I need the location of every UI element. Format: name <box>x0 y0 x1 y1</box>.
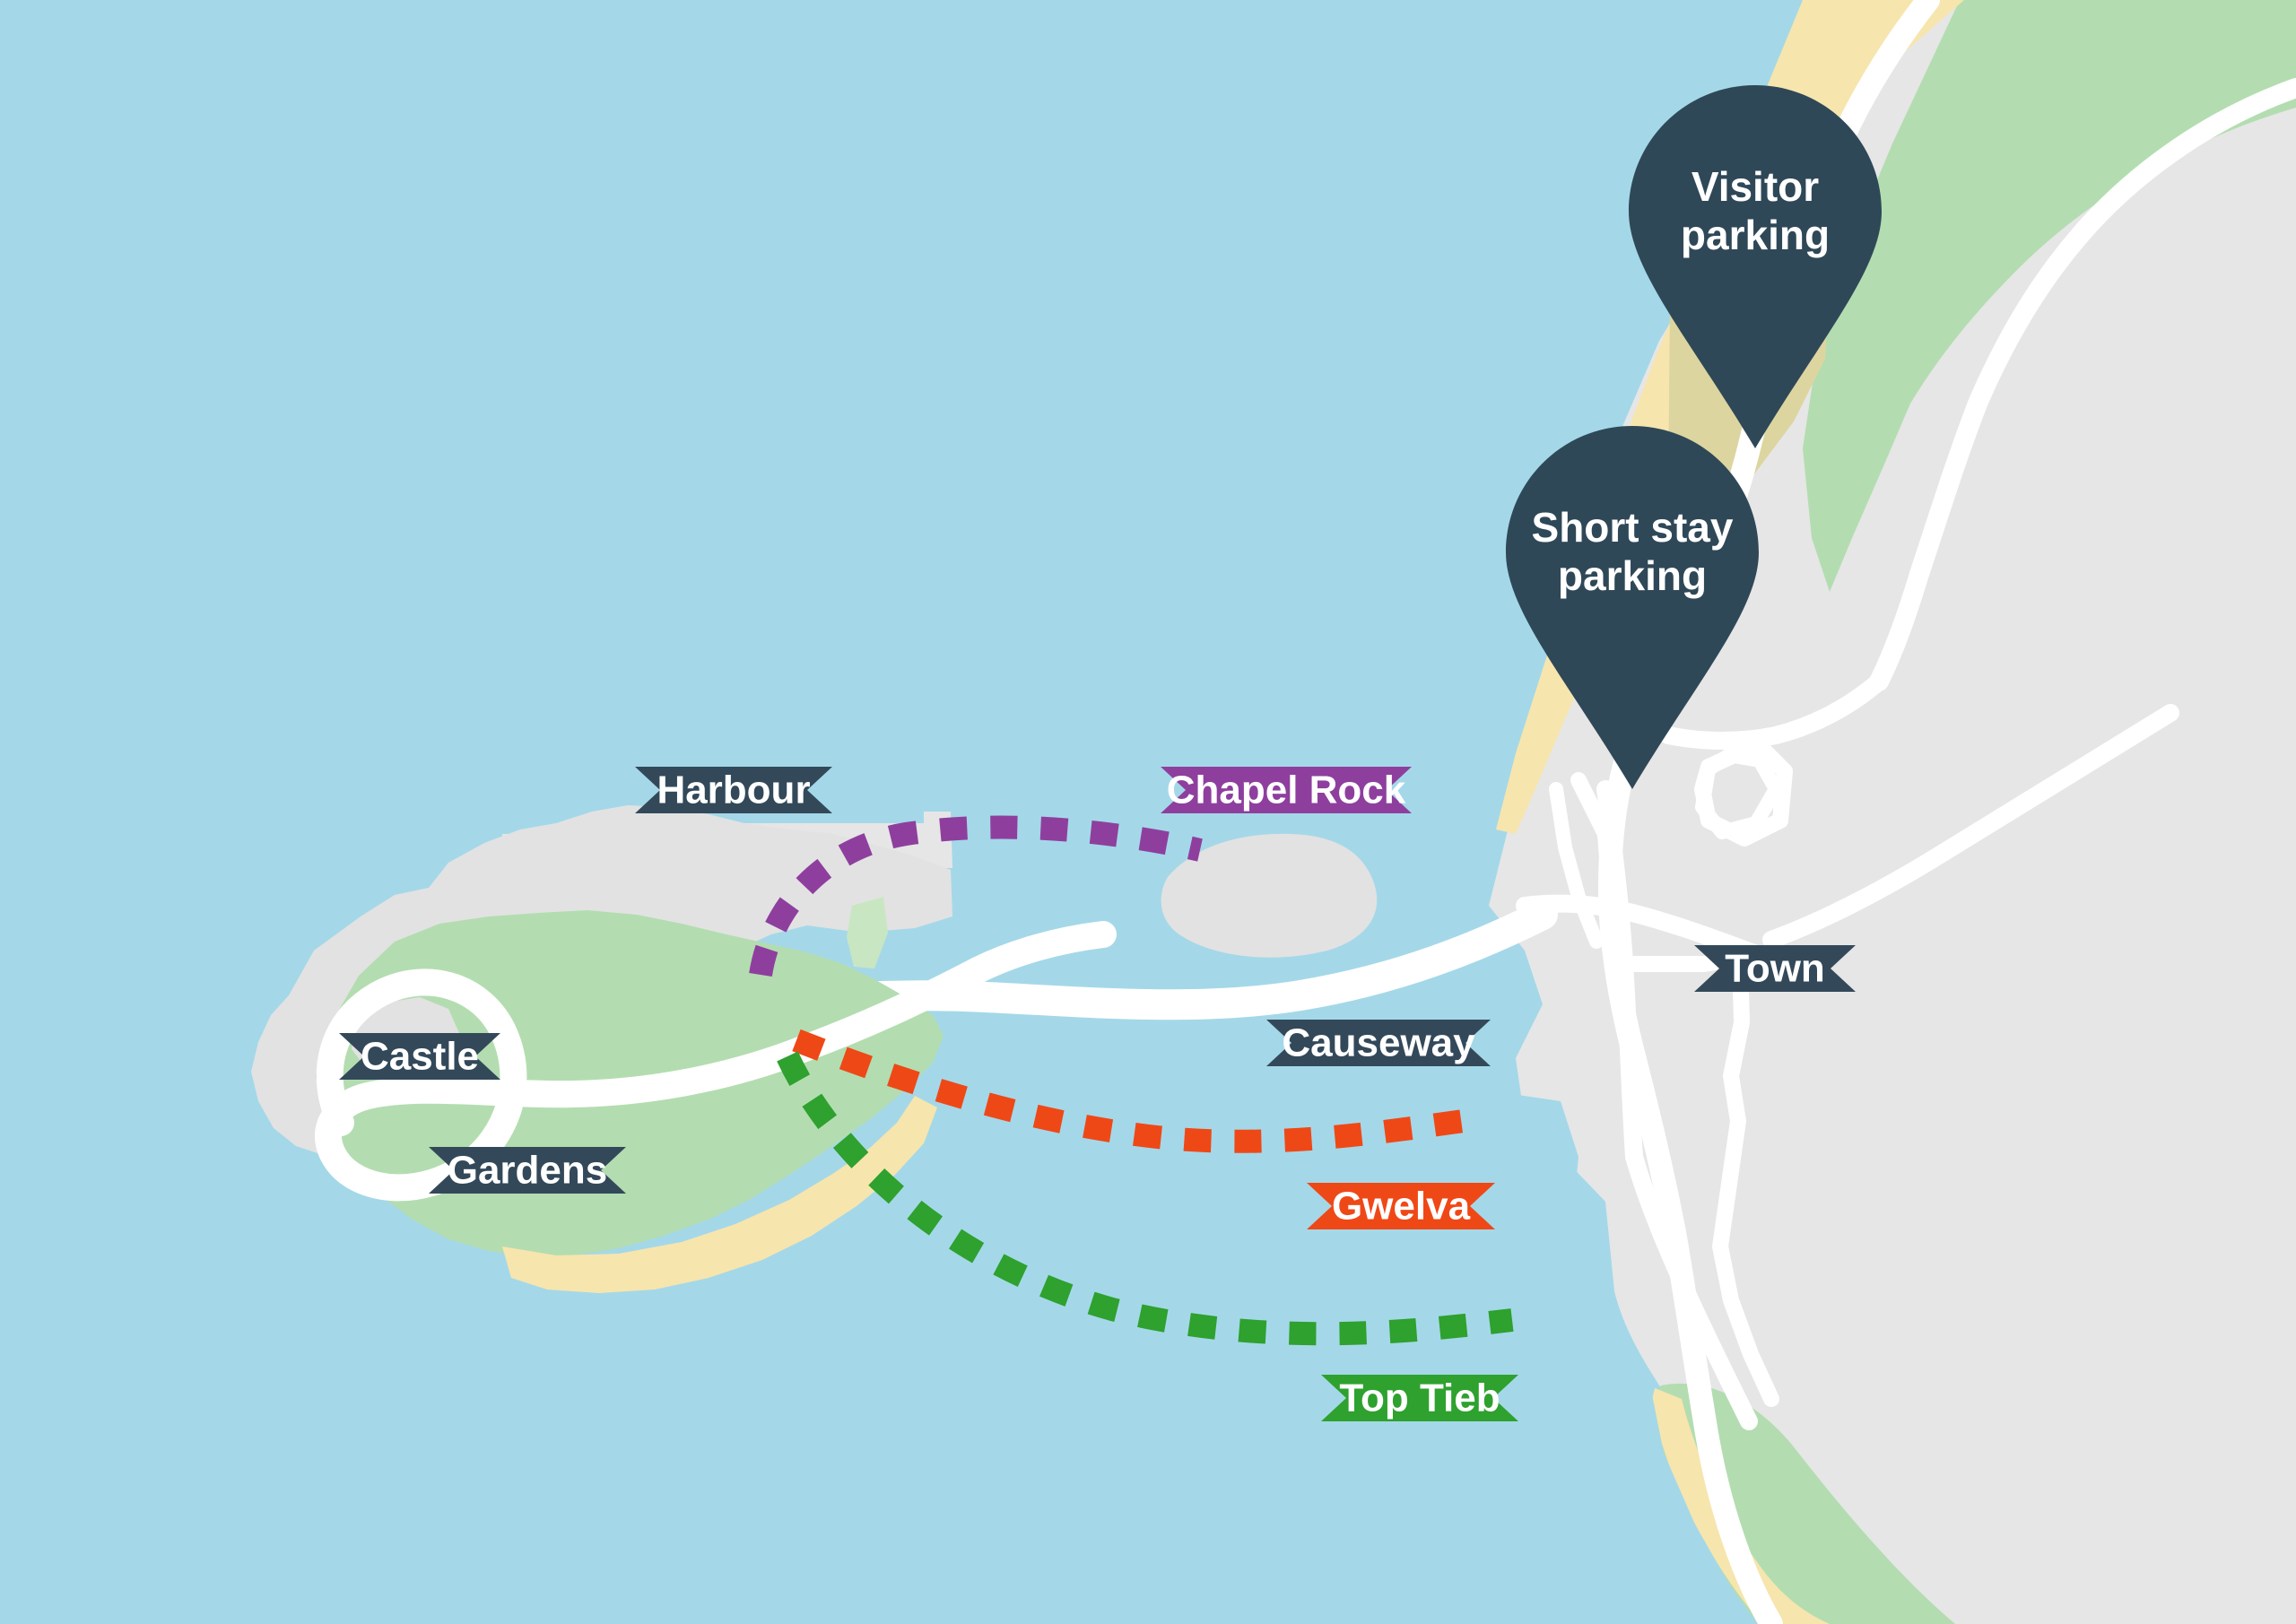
ribbon-harbour[interactable]: Harbour <box>635 767 832 813</box>
route-top-tieb[interactable] <box>777 1051 1514 1346</box>
road-east-branch <box>1869 78 2296 691</box>
ribbon-shape[interactable] <box>1694 945 1856 992</box>
ribbon-shape[interactable] <box>1161 767 1412 813</box>
pin-shape[interactable] <box>1506 426 1759 789</box>
ribbon-gwelva[interactable]: Gwelva <box>1307 1183 1495 1229</box>
ribbon-gardens[interactable]: Gardens <box>429 1147 626 1194</box>
pin-short-stay-parking[interactable]: Short stay parking <box>1506 426 1759 789</box>
ribbon-shape[interactable] <box>429 1147 626 1194</box>
sea-inlet-south <box>1453 1385 1758 1624</box>
ferry-routes[interactable] <box>749 815 1514 1346</box>
ribbon-castle[interactable]: Castle <box>339 1033 500 1080</box>
road-harbourside <box>1516 894 1780 968</box>
castle-path <box>315 957 991 1202</box>
ribbon-chapel-rock[interactable]: Chapel Rock <box>1161 767 1412 813</box>
pin-short-stay-parking-line2: parking <box>1558 552 1707 599</box>
route-gwelva[interactable] <box>792 1029 1465 1153</box>
island-beach <box>502 1096 937 1293</box>
ribbon-shape[interactable] <box>339 1033 500 1080</box>
road-east-link <box>1659 673 1888 750</box>
ribbon-top-tieb-label: Top Tieb <box>1339 1376 1500 1420</box>
road-quay-2 <box>1549 782 1604 949</box>
ribbon-causeway[interactable]: Causeway <box>1266 1020 1491 1066</box>
ribbon-town[interactable]: Town <box>1694 945 1856 992</box>
bay-gwelva <box>1493 1094 1578 1318</box>
road-quay <box>1570 772 1618 905</box>
beach-south <box>1650 1388 1830 1624</box>
road-north-loop <box>1695 748 1783 839</box>
ribbon-chapel-rock-label: Chapel Rock <box>1167 769 1406 812</box>
ribbon-shape[interactable] <box>635 767 832 813</box>
island-green-spur <box>847 897 888 968</box>
pin-visitor-parking-line1: Visitor <box>1692 163 1819 210</box>
ribbon-castle-label: Castle <box>361 1035 479 1079</box>
ribbon-gwelva-label: Gwelva <box>1332 1185 1471 1229</box>
pin-short-stay-parking-line1: Short stay <box>1532 504 1734 551</box>
chapel-rock-islet <box>1161 833 1378 958</box>
ribbon-top-tieb[interactable]: Top Tieb <box>1321 1375 1518 1421</box>
road-diagonal-east <box>1762 704 2179 949</box>
ribbon-shape[interactable] <box>1307 1183 1495 1229</box>
pin-visitor-parking-line2: parking <box>1681 212 1830 258</box>
ribbon-gardens-label: Gardens <box>448 1149 608 1193</box>
ribbon-shape[interactable] <box>1321 1375 1518 1421</box>
pin-visitor-parking[interactable]: Visitor parking <box>1629 85 1882 448</box>
road-town-fork <box>1625 1148 1758 1430</box>
ribbon-harbour-label: Harbour <box>657 769 810 812</box>
road-town-south <box>1712 950 1779 1407</box>
castle-path-link <box>964 921 1117 984</box>
ribbon-causeway-label: Causeway <box>1282 1021 1475 1065</box>
ribbon-town-label: Town <box>1725 947 1825 991</box>
ribbon-shape[interactable] <box>1266 1020 1491 1066</box>
pin-shape[interactable] <box>1629 85 1882 448</box>
route-chapel-rock[interactable] <box>749 815 1203 977</box>
